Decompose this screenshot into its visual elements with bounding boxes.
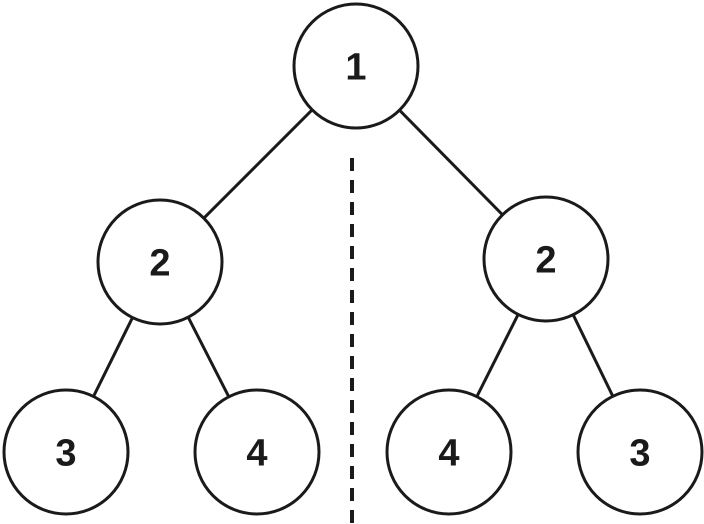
tree-node-circle-left-left (2, 388, 130, 516)
tree-node-value-left: 2 (149, 243, 170, 285)
tree-node-value-right: 2 (535, 240, 556, 282)
tree-node-circle-right-left (385, 388, 513, 516)
tree-node-circle-right (482, 195, 610, 323)
tree-node-circle-root (292, 2, 420, 130)
tree-node-right-right: 3 (576, 388, 704, 516)
tree-node-left: 2 (96, 198, 224, 326)
tree-node-value-left-left: 3 (55, 433, 76, 475)
tree-node-value-right-right: 3 (629, 433, 650, 475)
tree-node-circle-left-right (193, 388, 321, 516)
tree-node-value-right-left: 4 (438, 433, 459, 475)
tree-node-left-right: 4 (193, 388, 321, 516)
tree-node-circle-right-right (576, 388, 704, 516)
tree-node-circle-left (96, 198, 224, 326)
tree-node-right-left: 4 (385, 388, 513, 516)
tree-node-right: 2 (482, 195, 610, 323)
tree-node-left-left: 3 (2, 388, 130, 516)
tree-node-value-root: 1 (345, 47, 366, 89)
tree-node-value-left-right: 4 (246, 433, 267, 475)
tree-node-root: 1 (292, 2, 420, 130)
